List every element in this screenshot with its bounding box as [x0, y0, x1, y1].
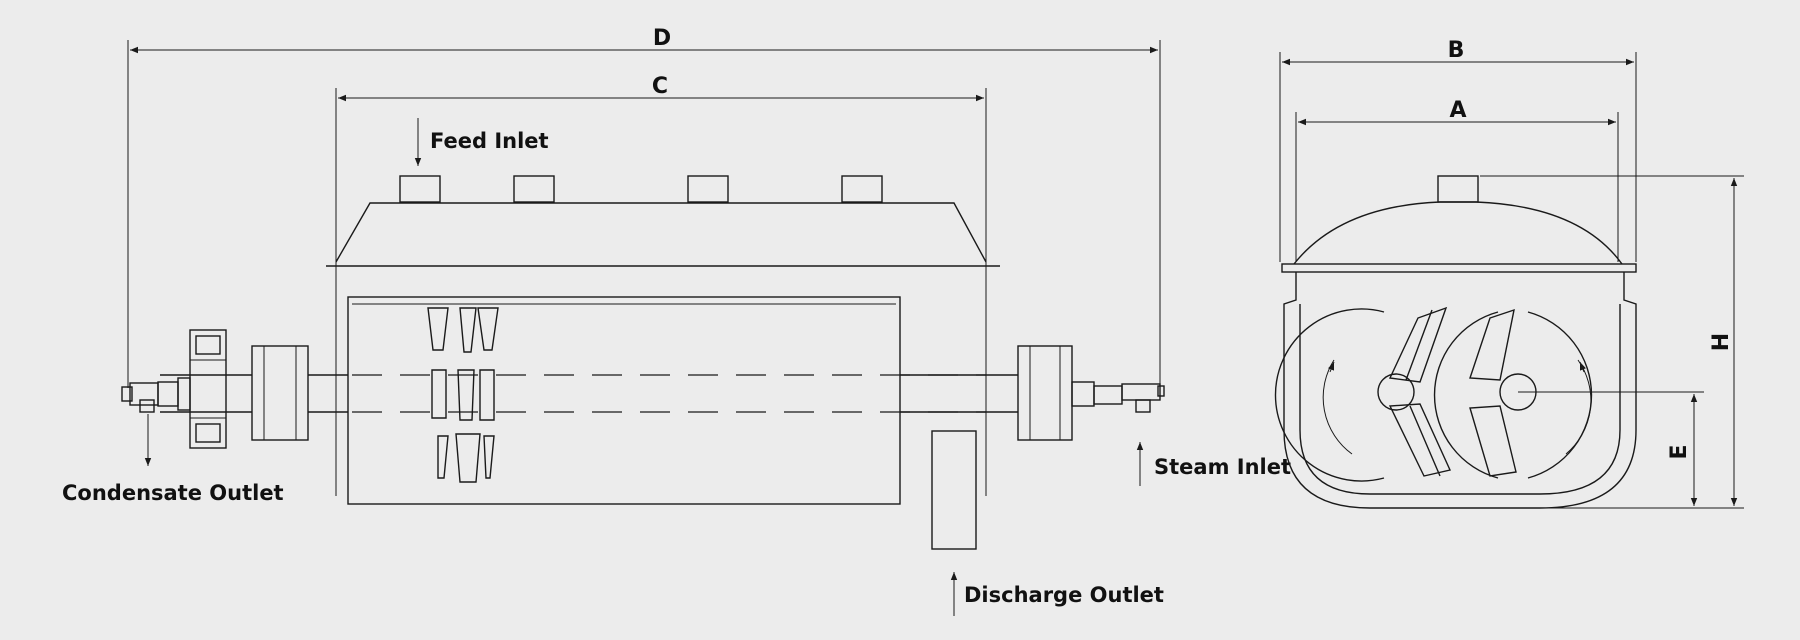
dimension-d-label: D [653, 26, 671, 51]
left-agitator [1274, 306, 1451, 482]
dimension-b: B [1279, 38, 1637, 262]
dimension-e: E [1518, 391, 1704, 506]
dryer-trough [347, 296, 901, 505]
dimension-a-label: A [1449, 98, 1466, 123]
feed-nozzles [399, 175, 883, 203]
dimension-e-label: E [1667, 444, 1692, 459]
steam-inlet-label: Steam Inlet [1154, 455, 1291, 479]
discharge-outlet-label: Discharge Outlet [964, 583, 1164, 607]
left-drive-assembly [121, 329, 309, 449]
feed-inlet-label: Feed Inlet [430, 129, 549, 153]
dimension-b-label: B [1448, 38, 1465, 63]
dimension-c: C [335, 74, 987, 268]
paddles [427, 307, 499, 483]
dimension-c-label: C [652, 74, 668, 99]
condensate-outlet-label: Condensate Outlet [62, 481, 284, 505]
dimension-h: H [1480, 175, 1744, 509]
dimension-d: D [127, 26, 1161, 388]
right-agitator [1433, 308, 1593, 479]
end-cover [1281, 175, 1637, 273]
dimension-h-label: H [1709, 333, 1734, 351]
end-view: B A [1274, 38, 1744, 509]
dimension-a: A [1295, 98, 1619, 262]
discharge-outlet [931, 430, 977, 616]
shaft [160, 374, 1018, 413]
right-drive-assembly [1017, 345, 1165, 441]
side-view: D C [62, 26, 1291, 616]
end-trough [1283, 272, 1637, 509]
dryer-cover [326, 202, 1000, 496]
